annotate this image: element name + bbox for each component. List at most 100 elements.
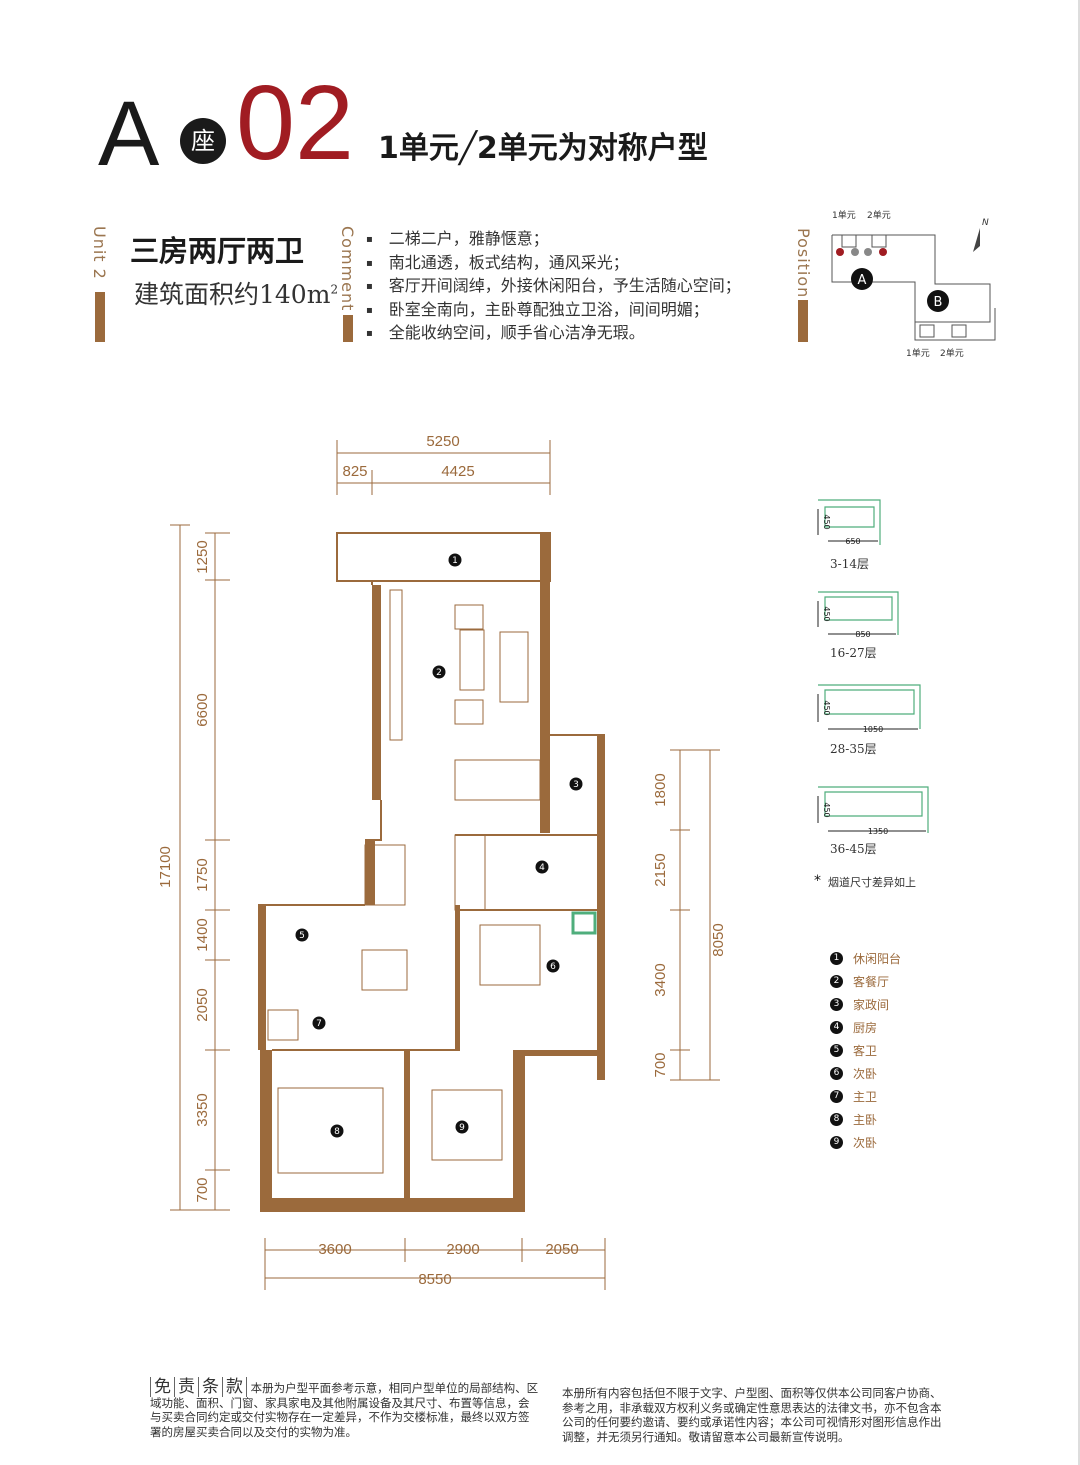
legend-item: 6 次卧	[830, 1062, 901, 1085]
floor-plan: 5250 825 4425 17100 1250 6600 1750 1400 …	[157, 433, 727, 1290]
legend-label: 次卧	[853, 1136, 878, 1150]
room-marker: 6	[550, 962, 556, 972]
flue-depth: 450	[822, 606, 831, 621]
position-label: Position	[794, 228, 813, 299]
comment-item: 南北通透，板式结构，通风采光；	[366, 252, 741, 276]
dim-left-part: 2050	[194, 988, 211, 1021]
dim-bottom-part: 2900	[446, 1241, 479, 1258]
comment-item: 全能收纳空间，顺手省心洁净无瑕。	[366, 322, 741, 346]
flue-width: 850	[855, 630, 870, 639]
position-bar	[798, 300, 808, 342]
flue-depth: 450	[822, 514, 831, 529]
flue-width: 1350	[868, 827, 888, 836]
dim-top-total: 5250	[426, 433, 459, 450]
dim-left-part: 1400	[194, 918, 211, 951]
flue-depth: 450	[822, 802, 831, 817]
symmetry-note: 1单元╱2单元为对称户型	[378, 131, 708, 166]
dim-right-part: 1800	[652, 773, 669, 806]
legend-number: 8	[830, 1113, 843, 1126]
dim-right-part: 3400	[652, 963, 669, 996]
flue-depth: 450	[822, 700, 831, 715]
disclaimer-right-text: 本册所有内容包括但不限于文字、户型图、面积等仅供本公司同客户协商、参考之用，非承…	[562, 1386, 942, 1444]
tower-letter: A	[98, 83, 160, 185]
legend-item: 4 厨房	[830, 1016, 901, 1039]
legend-label: 次卧	[853, 1067, 878, 1081]
legend-number: 5	[830, 1044, 843, 1057]
dim-right-part: 700	[652, 1052, 669, 1077]
legend-number: 1	[830, 952, 843, 965]
legend-label: 厨房	[853, 1021, 878, 1035]
north-label: N	[982, 218, 989, 228]
dim-left-total: 17100	[157, 846, 174, 888]
dim-bottom-total: 8550	[418, 1271, 451, 1288]
dim-top-part: 825	[342, 463, 367, 480]
room-marker: 5	[299, 931, 305, 941]
building-b-badge: B	[934, 295, 943, 310]
room-marker: 7	[316, 1019, 322, 1029]
dim-left-part: 1250	[194, 540, 211, 573]
room-marker: 3	[573, 780, 579, 790]
legend-label: 主卧	[853, 1113, 878, 1127]
disclaimer-title-char: 免	[150, 1377, 174, 1397]
disclaimer-title-char: 款	[222, 1377, 247, 1397]
unit-number: 02	[236, 64, 354, 182]
unit-bar	[95, 292, 105, 342]
dim-left-part: 700	[194, 1177, 211, 1202]
area-text: 建筑面积约140m	[134, 280, 331, 309]
comment-item: 客厅开间阔绰，外接休闲阳台，予生活随心空间；	[366, 275, 741, 299]
tower-suffix-badge: 座	[180, 118, 226, 164]
room-marker: 1	[452, 556, 458, 566]
position-map: 1单元 2单元 1单元 2单元 A B N	[831, 209, 996, 359]
comment-label: Comment	[338, 226, 357, 312]
room-marker: 2	[436, 668, 442, 678]
flue-width: 1050	[863, 725, 883, 734]
legend-item: 9 次卧	[830, 1131, 901, 1154]
flue-floors: 36-45层	[830, 842, 877, 856]
legend-number: 4	[830, 1021, 843, 1034]
legend-number: 3	[830, 998, 843, 1011]
bottom-unit-1: 1单元	[906, 347, 930, 359]
flue-width: 650	[845, 537, 860, 546]
legend-number: 7	[830, 1090, 843, 1103]
unit-label: Unit 2	[90, 226, 109, 280]
dim-left-part: 3350	[194, 1093, 211, 1126]
disclaimer-left: 免责条款 本册为户型平面参考示意，相同户型单位的局部结构、区域功能、面积、门窗、…	[150, 1377, 540, 1439]
dim-top-part: 4425	[441, 463, 474, 480]
legend-item: 3 家政间	[830, 993, 901, 1016]
legend-number: 9	[830, 1136, 843, 1149]
comment-item: 卧室全南向，主卧尊配独立卫浴，间间明媚；	[366, 299, 741, 323]
dim-right-part: 2150	[652, 853, 669, 886]
flue-variants: 450 650 450 850 450 1050 450 1350 3-14层 …	[808, 497, 938, 901]
legend-label: 家政间	[853, 998, 890, 1012]
disclaimer-title-char: 责	[174, 1377, 198, 1397]
legend-item: 8 主卧	[830, 1108, 901, 1131]
flue-floors: 16-27层	[830, 646, 877, 660]
legend-item: 5 客卫	[830, 1039, 901, 1062]
flue-marker	[571, 911, 597, 935]
flue-note: 烟道尺寸差异如上	[828, 875, 916, 889]
dim-bottom-part: 2050	[545, 1241, 578, 1258]
disclaimer-left-text: 本册为户型平面参考示意，相同户型单位的局部结构、区域功能、面积、门窗、家具家电及…	[150, 1381, 539, 1439]
floor-area: 建筑面积约140m2	[134, 275, 338, 311]
flue-floors: 3-14层	[830, 557, 869, 571]
comments-list: 二梯二户，雅静惬意； 南北通透，板式结构，通风采光； 客厅开间阔绰，外接休闲阳台…	[366, 228, 741, 346]
disclaimer-title-char: 条	[198, 1377, 222, 1397]
legend-number: 6	[830, 1067, 843, 1080]
legend-label: 客卫	[853, 1044, 878, 1058]
svg-text:*: *	[814, 873, 821, 889]
dim-bottom-part: 3600	[318, 1241, 351, 1258]
legend-label: 客餐厅	[853, 975, 890, 989]
flue-floors: 28-35层	[830, 742, 877, 756]
north-arrow-icon	[973, 228, 980, 252]
flue-diagrams: 450 650 450 850 450 1050 450 1350 3-14层 …	[814, 499, 929, 889]
unit-type: 三房两厅两卫	[130, 234, 305, 268]
room-marker: 8	[334, 1127, 340, 1137]
dim-left-part: 1750	[194, 858, 211, 891]
top-unit-2: 2单元	[867, 209, 891, 221]
room-marker: 9	[459, 1123, 465, 1133]
